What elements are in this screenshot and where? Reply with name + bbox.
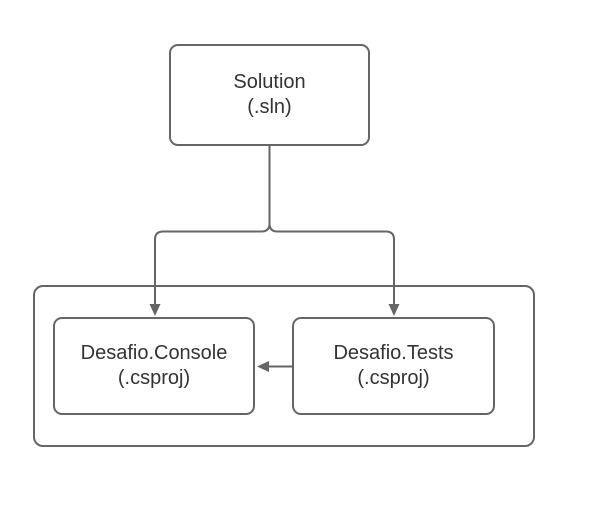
tests-node: Desafio.Tests (.csproj) bbox=[292, 317, 495, 415]
edge-solution-to-console bbox=[154, 146, 271, 305]
edge-solution-to-tests bbox=[268, 146, 395, 305]
console-node-title: Desafio.Console bbox=[80, 342, 228, 364]
solution-node: Solution (.sln) bbox=[169, 44, 370, 146]
console-node-subtitle: (.csproj) bbox=[117, 367, 191, 389]
console-node: Desafio.Console (.csproj) bbox=[53, 317, 255, 415]
solution-node-title: Solution bbox=[233, 71, 306, 93]
tests-node-title: Desafio.Tests bbox=[333, 342, 454, 364]
tests-node-subtitle: (.csproj) bbox=[357, 367, 430, 389]
solution-node-subtitle: (.sln) bbox=[247, 96, 292, 118]
